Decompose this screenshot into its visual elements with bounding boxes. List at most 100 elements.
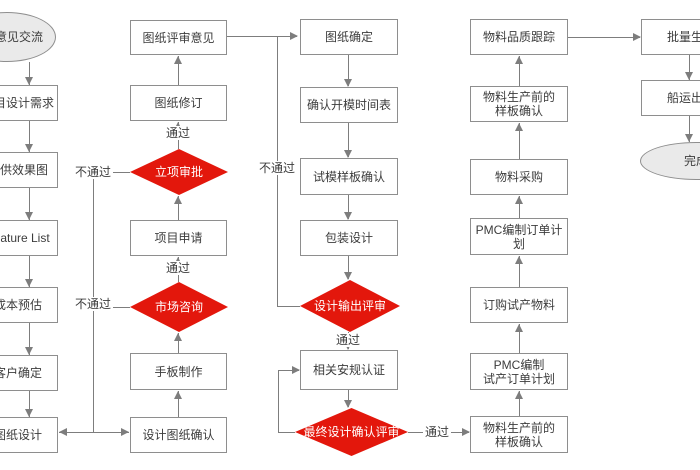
node-drawing-design: 图纸设计: [0, 417, 58, 453]
connector-line: [278, 432, 295, 433]
arrowhead-icon: [25, 77, 33, 85]
connector-line: [348, 390, 349, 407]
node-label: 成本预估: [0, 298, 42, 312]
node-label: 包装设计: [324, 231, 373, 245]
node-feature-list: Feature List: [0, 220, 58, 256]
arrowhead-icon: [344, 272, 352, 280]
node-label: 产品意见交流: [0, 30, 43, 44]
arrowhead-icon: [344, 79, 352, 87]
edge-label: 不通过: [72, 165, 114, 179]
node-label: 船运出货: [666, 91, 700, 105]
arrowhead-icon: [515, 56, 523, 64]
node-pre-production-sample-confirm-top: 物料生产前的 样板确认: [470, 86, 568, 122]
arrowhead-icon: [685, 72, 693, 80]
node-label: 图纸评审意见: [142, 30, 215, 45]
node-label: 订购试产物料: [482, 298, 555, 312]
node-design-output-review: 设计输出评审: [300, 280, 400, 332]
connector-line: [519, 56, 520, 86]
connector-line: [227, 36, 297, 37]
connector-line: [519, 196, 520, 218]
connector-line: [29, 188, 30, 220]
node-label: 物料采购: [494, 170, 543, 184]
node-cost-estimate: 成本预估: [0, 287, 58, 323]
connector-line: [278, 370, 299, 371]
node-label: 完成: [683, 154, 700, 168]
connector-line: [178, 391, 179, 417]
node-label: 确认开模时间表: [306, 98, 391, 112]
node-label: PMC编制订单计划: [475, 222, 563, 251]
node-mass-production: 批量生产: [641, 19, 700, 55]
arrowhead-icon: [25, 212, 33, 220]
node-label: 物料生产前的 样板确认: [482, 420, 555, 449]
arrowhead-icon: [633, 33, 641, 41]
node-shipping: 船运出货: [641, 80, 700, 116]
node-label: 设计输出评审: [313, 299, 386, 313]
node-label: 最终设计确认评审: [303, 425, 400, 439]
arrowhead-icon: [290, 32, 298, 40]
node-label: 项目设计需求: [0, 96, 54, 110]
node-pmc-order-plan: PMC编制订单计划: [470, 218, 568, 255]
connector-line: [29, 323, 30, 355]
arrowhead-icon: [174, 333, 182, 341]
node-label: 物料生产前的 样板确认: [482, 90, 555, 118]
node-provide-renderings: 提供效果图: [0, 152, 58, 188]
node-label: Feature List: [0, 231, 50, 245]
arrowhead-icon: [59, 428, 67, 436]
connector-line: [348, 123, 349, 157]
node-label: 项目申请: [154, 231, 203, 245]
arrowhead-icon: [25, 347, 33, 355]
arrowhead-icon: [25, 144, 33, 152]
node-order-trial-materials: 订购试产物料: [470, 287, 568, 323]
connector-line: [29, 391, 30, 417]
arrowhead-icon: [121, 428, 129, 436]
arrowhead-icon: [344, 150, 352, 158]
connector-line: [348, 195, 349, 219]
node-customer-confirm: 客户确定: [0, 355, 58, 391]
arrowhead-icon: [25, 409, 33, 417]
arrowhead-icon: [344, 400, 352, 408]
arrowhead-icon: [515, 123, 523, 131]
node-drawing-revision: 图纸修订: [130, 85, 227, 121]
connector-line: [277, 306, 300, 307]
arrowhead-icon: [515, 391, 523, 399]
node-label: 试模样板确认: [312, 169, 385, 184]
node-drawing-finalized: 图纸确定: [300, 19, 398, 55]
node-trial-mold-sample-confirm: 试模样板确认: [300, 158, 398, 195]
node-final-design-confirm-review: 最终设计确认评审: [295, 408, 408, 456]
connector-line: [178, 333, 179, 353]
connector-line: [348, 256, 349, 279]
arrowhead-icon: [344, 212, 352, 220]
node-market-consultation: 市场咨询: [130, 282, 228, 332]
node-label: PMC编制 试产订单计划: [482, 357, 555, 386]
edge-label: 不通过: [256, 161, 298, 175]
connector-line: [59, 432, 129, 433]
node-label: 批量生产: [666, 30, 700, 44]
edge-label: 不通过: [72, 297, 114, 311]
edge-label: 通过: [333, 333, 363, 347]
node-label: 客户确定: [0, 366, 42, 380]
arrowhead-icon: [515, 196, 523, 204]
node-label: 手板制作: [154, 364, 203, 379]
edge-label: 通过: [163, 261, 193, 275]
arrowhead-icon: [174, 391, 182, 399]
connector-line: [568, 37, 640, 38]
connector-line: [29, 121, 30, 152]
node-hand-model-making: 手板制作: [130, 353, 227, 390]
connector-line: [519, 256, 520, 287]
node-label: 图纸确定: [324, 30, 373, 44]
edge-label: 通过: [422, 425, 452, 439]
connector-line: [278, 370, 279, 432]
node-mold-schedule-confirm: 确认开模时间表: [300, 87, 398, 123]
arrowhead-icon: [462, 428, 470, 436]
arrowhead-icon: [292, 366, 300, 374]
node-project-design-requirements: 项目设计需求: [0, 85, 58, 121]
node-packaging-design: 包装设计: [300, 220, 398, 256]
connector-line: [519, 123, 520, 159]
node-project-application: 项目申请: [130, 220, 227, 256]
connector-line: [519, 391, 520, 416]
connector-line: [348, 55, 349, 86]
node-label: 物料品质跟踪: [482, 30, 555, 44]
node-design-drawing-confirm: 设计图纸确认: [130, 417, 227, 453]
node-label: 市场咨询: [154, 300, 203, 314]
